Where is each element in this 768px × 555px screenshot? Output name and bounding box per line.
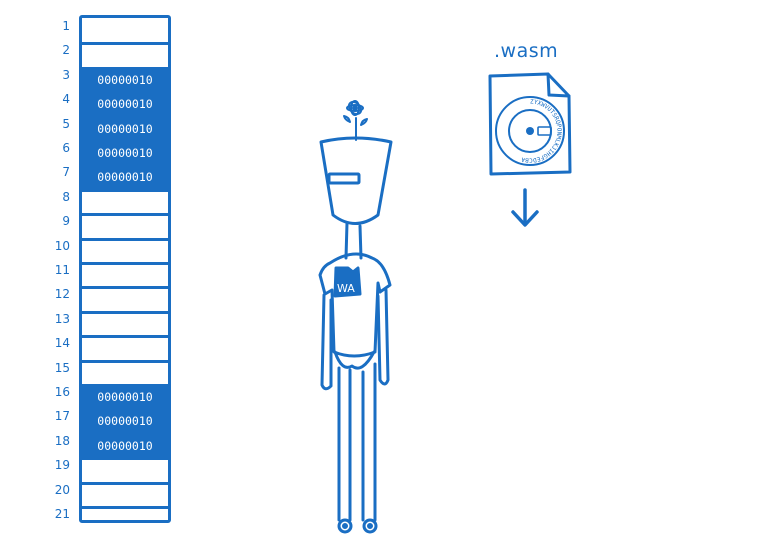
row-number: 11 (54, 263, 70, 277)
row-number: 6 (62, 141, 70, 155)
memory-cell (82, 42, 168, 66)
row-number: 19 (54, 458, 70, 473)
wa-character: WA (318, 100, 393, 534)
row-number: 5 (62, 116, 70, 131)
row-number: 8 (62, 189, 70, 204)
memory-cell: 00000010 (82, 140, 168, 165)
memory-cell: 00000010 (82, 384, 168, 409)
memory-cell: 00000010 (82, 432, 168, 458)
memory-cell (82, 188, 168, 213)
row-number: 2 (62, 43, 70, 58)
row-number: 7 (62, 165, 70, 180)
memory-cell: 00000010 (82, 115, 168, 140)
row-number: 20 (54, 482, 70, 497)
memory-cell (82, 335, 168, 359)
row-number: 15 (54, 360, 70, 375)
memory-cell (82, 359, 168, 384)
memory-cell: 00000010 (82, 408, 168, 433)
memory-cell (82, 310, 168, 335)
wasm-file-icon: ZYXWVUTSRQPONMLKJIHGFEDCBA (488, 72, 572, 176)
row-number: 17 (54, 409, 70, 424)
shirt-text: WA (337, 282, 355, 295)
row-number: 13 (54, 311, 70, 326)
memory-cell: 00000010 (82, 66, 168, 92)
wasm-file-label: .wasm (494, 40, 559, 62)
row-number: 18 (54, 433, 70, 448)
row-number: 10 (54, 238, 70, 253)
memory-cell (82, 237, 168, 262)
memory-cell: 00000010 (82, 91, 168, 116)
row-number: 4 (62, 92, 70, 107)
row-number: 1 (62, 19, 70, 33)
memory-cell (82, 213, 168, 237)
row-number: 16 (54, 385, 70, 399)
memory-cell (82, 481, 168, 506)
memory-cell (82, 506, 168, 530)
row-number: 12 (54, 287, 70, 302)
row-number: 21 (54, 507, 70, 521)
memory-cell (82, 286, 168, 310)
down-arrow-icon (511, 188, 539, 227)
memory-cell (82, 262, 168, 286)
row-number: 3 (62, 67, 70, 82)
row-number: 9 (62, 214, 70, 229)
row-number: 14 (54, 336, 70, 351)
memory-cell (82, 457, 168, 481)
memory-cell: 00000010 (82, 164, 168, 189)
flower-icon (343, 100, 368, 141)
